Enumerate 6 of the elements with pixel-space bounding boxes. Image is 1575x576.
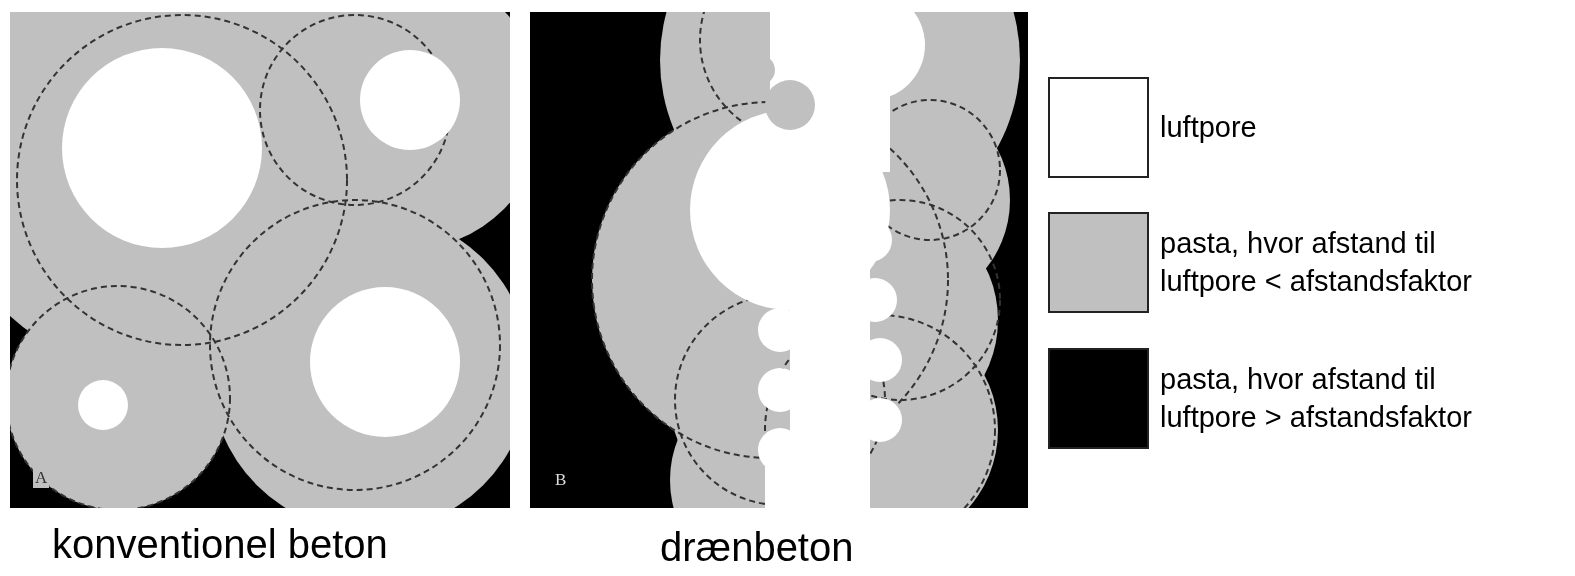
legend-label: pasta, hvor afstand til luftpore > afstandsfaktor bbox=[1160, 362, 1473, 435]
panel-caption: drænbeton bbox=[660, 525, 854, 570]
panel-caption: konventionel beton bbox=[52, 522, 388, 567]
legend-label: pasta, hvor afstand til luftpore < afstandsfaktor bbox=[1160, 226, 1473, 299]
panel-letter: A bbox=[33, 468, 50, 488]
legend-label: luftpore bbox=[1160, 110, 1258, 145]
